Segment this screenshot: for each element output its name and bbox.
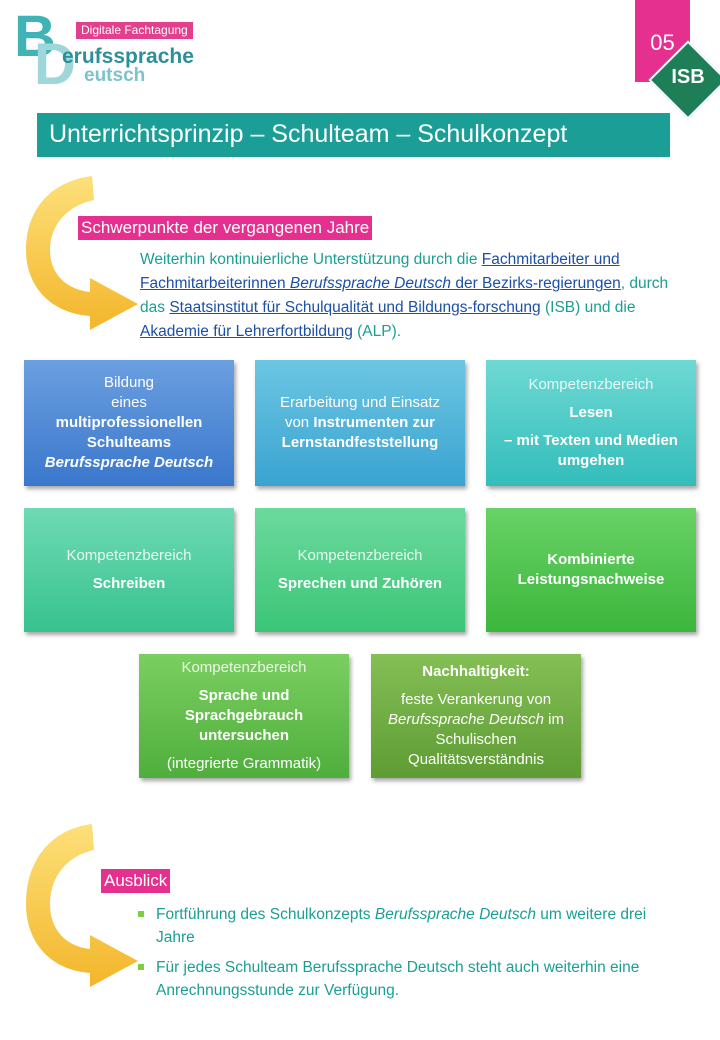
page-number: 05 (650, 30, 675, 55)
list-item: Fortführung des Schulkonzepts Berufsspra… (138, 903, 678, 949)
bullet-square-icon (138, 911, 144, 917)
box-lesen-line-2: Lesen (569, 404, 613, 421)
curved-arrow-icon (26, 176, 138, 330)
box-lernstand: Erarbeitung und Einsatz von Instrumenten… (255, 360, 465, 486)
box-leistungsnachweise: Kombinierte Leistungsnachweise (486, 508, 696, 632)
box-lesen: Kompetenzbereich Lesen – mit Texten und … (486, 360, 696, 486)
link-fachmitarbeiter-text: Fachmitarbeiter und Fachmitarbeiterinnen (140, 251, 620, 292)
list-item: Für jedes Schulteam Berufssprache Deutsc… (138, 956, 678, 1002)
box-sprachgebrauch-line-5: (integrierte Grammatik) (166, 755, 322, 772)
box-lernstand-line-3: Lernstandfeststellung (281, 434, 439, 451)
logo-word-2: eutsch (84, 65, 146, 86)
intro-text-2: , durch das (140, 275, 669, 316)
box-lesen-line-1: Kompetenzbereich (528, 376, 654, 393)
box-nachhaltigkeit-line-3-end: im (543, 711, 564, 728)
box-schulteam-line-2: eines (111, 394, 147, 411)
link-fachmitarbeiter-end: der Bezirks-regierungen (451, 275, 621, 292)
box-schulteam: Bildung eines multiprofessionellen Schul… (24, 360, 234, 486)
intro-text-1: Weiterhin kontinuierliche Unterstützung … (140, 251, 482, 268)
box-sprechen-line-1: Kompetenzbereich (297, 547, 423, 564)
logo-word-1: erufssprache (62, 45, 194, 68)
ausblick-list: Fortführung des Schulkonzepts Berufsspra… (138, 903, 678, 1009)
page-title: Unterrichtsprinzip – Schulteam – Schulko… (37, 113, 670, 157)
box-lesen-line-4: umgehen (557, 452, 625, 469)
bullet-1-italic: Berufssprache Deutsch (374, 906, 536, 923)
intro-paragraph: Weiterhin kontinuierliche Unterstützung … (140, 248, 670, 344)
isb-label: ISB (671, 66, 705, 88)
box-nachhaltigkeit-line-1: Nachhaltigkeit: (422, 663, 530, 680)
box-lernstand-line-1: Erarbeitung und Einsatz (279, 394, 441, 411)
bullet-square-icon (138, 964, 144, 970)
bullet-1-text: Fortführung des Schulkonzepts (156, 906, 375, 923)
link-fachmitarbeiter[interactable]: Fachmitarbeiter und Fachmitarbeiterinnen… (140, 251, 621, 292)
box-nachhaltigkeit-line-3-italic: Berufssprache Deutsch (388, 711, 544, 728)
bullet-1-end: um weitere drei Jahre (156, 906, 647, 946)
link-alp[interactable]: Akademie für Lehrerfortbildung (140, 323, 353, 340)
box-sprachgebrauch-line-1: Kompetenzbereich (181, 659, 307, 676)
section-heading-schwerpunkte: Schwerpunkte der vergangenen Jahre (78, 216, 373, 241)
box-sprechen-line-2: Sprechen und Zuhören (277, 575, 443, 592)
intro-text-4: (ALP). (352, 323, 402, 340)
bullet-2-text: Für jedes Schulteam Berufssprache Deutsc… (156, 959, 640, 999)
link-fachmitarbeiter-italic: Berufssprache Deutsch (289, 275, 452, 292)
box-leistungsnachweise-line-2: Leistungsnachweise (517, 571, 665, 588)
logo-tag: Digitale Fachtagung (76, 22, 193, 39)
box-nachhaltigkeit-line-2: feste Verankerung von (400, 691, 552, 708)
box-nachhaltigkeit: Nachhaltigkeit: feste Verankerung von Be… (371, 654, 581, 778)
box-schreiben-line-1: Kompetenzbereich (66, 547, 192, 564)
link-isb[interactable]: Staatsinstitut für Schulqualität und Bil… (169, 299, 541, 316)
box-sprachgebrauch-line-3: Sprachgebrauch (184, 707, 304, 724)
box-schreiben: Kompetenzbereich Schreiben (24, 508, 234, 632)
box-schreiben-line-2: Schreiben (92, 575, 166, 592)
box-leistungsnachweise-line-1: Kombinierte (547, 551, 635, 568)
box-sprachgebrauch: Kompetenzbereich Sprache und Sprachgebra… (139, 654, 349, 778)
box-schulteam-line-5: Berufssprache Deutsch (44, 454, 214, 471)
box-schulteam-line-3: multiprofessionellen (55, 414, 203, 431)
box-lernstand-line-2b: Instrumenten zur (313, 414, 436, 431)
box-lesen-line-3: – mit Texten und Medien (504, 432, 678, 449)
box-sprechen: Kompetenzbereich Sprechen und Zuhören (255, 508, 465, 632)
section-heading-ausblick: Ausblick (101, 869, 171, 894)
box-nachhaltigkeit-line-5: Qualitätsverständnis (408, 751, 544, 768)
box-schulteam-line-1: Bildung (103, 374, 155, 391)
curved-arrow-icon (26, 824, 138, 987)
box-sprachgebrauch-line-2: Sprache und (198, 687, 290, 704)
box-schulteam-line-4: Schulteams (86, 434, 172, 451)
box-lernstand-line-2a: von (284, 414, 314, 431)
logo: B D Digitale Fachtagung erufssprache eut… (12, 8, 202, 94)
logo-letter-b: B (14, 4, 56, 69)
box-sprachgebrauch-line-4: untersuchen (198, 727, 289, 744)
intro-text-3: (ISB) und die (540, 299, 636, 316)
logo-letter-d: D (34, 32, 76, 97)
box-nachhaltigkeit-line-4: Schulischen (435, 731, 517, 748)
